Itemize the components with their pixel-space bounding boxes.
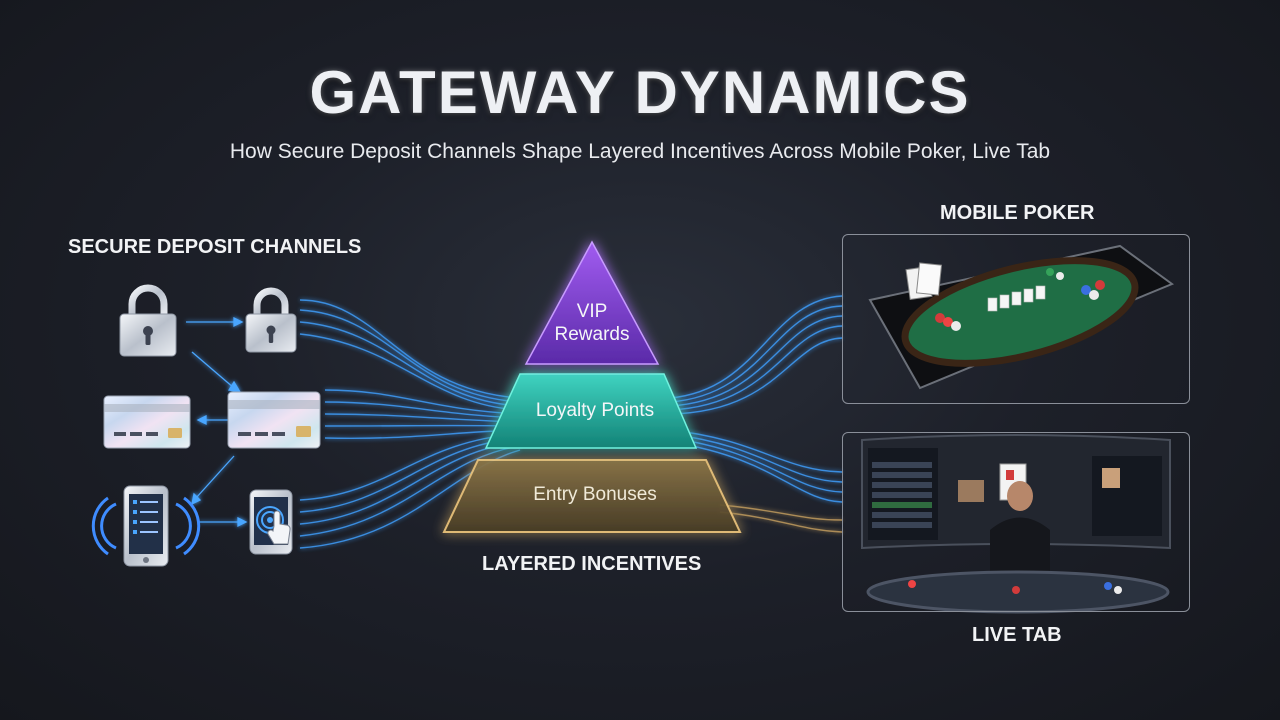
right-flow-lines [669, 295, 843, 503]
secure-deposit-channels-label: SECURE DEPOSIT CHANNELS [68, 236, 362, 258]
page-title: GATEWAY DYNAMICS [309, 59, 971, 126]
smartphone-touch-icon [249, 489, 293, 555]
mobile-poker-illustration [868, 244, 1175, 390]
live-tab-illustration [861, 434, 1171, 614]
credit-card-icon [227, 391, 321, 449]
tier-vip-shape [524, 240, 660, 365]
mobile-poker-panel [842, 234, 1190, 404]
credit-card-icon [103, 395, 191, 449]
tier-loyalty-points-label: Loyalty Points [535, 400, 655, 421]
tier-loyalty-shape [484, 373, 698, 449]
page-subtitle: How Secure Deposit Channels Shape Layere… [229, 140, 1051, 163]
playing-cards-icon [987, 285, 1046, 312]
padlock-icon [119, 284, 177, 357]
tier-vip-rewards-label: VIP Rewards [554, 301, 630, 345]
incentive-pyramid [442, 240, 742, 533]
warm-flow-lines [719, 504, 843, 533]
tier-entry-shape [442, 459, 742, 533]
tier-entry-bonuses-label: Entry Bonuses [533, 484, 657, 505]
padlock-icon [245, 287, 297, 353]
icon-connectors [186, 316, 248, 528]
mobile-poker-label: MOBILE POKER [940, 202, 1095, 224]
live-tab-panel [842, 432, 1190, 612]
smartphone-wireless-icon [91, 485, 201, 567]
layered-incentives-label: LAYERED INCENTIVES [482, 553, 702, 575]
live-tab-label: LIVE TAB [972, 624, 1062, 646]
poker-chips-icon [935, 268, 1105, 331]
